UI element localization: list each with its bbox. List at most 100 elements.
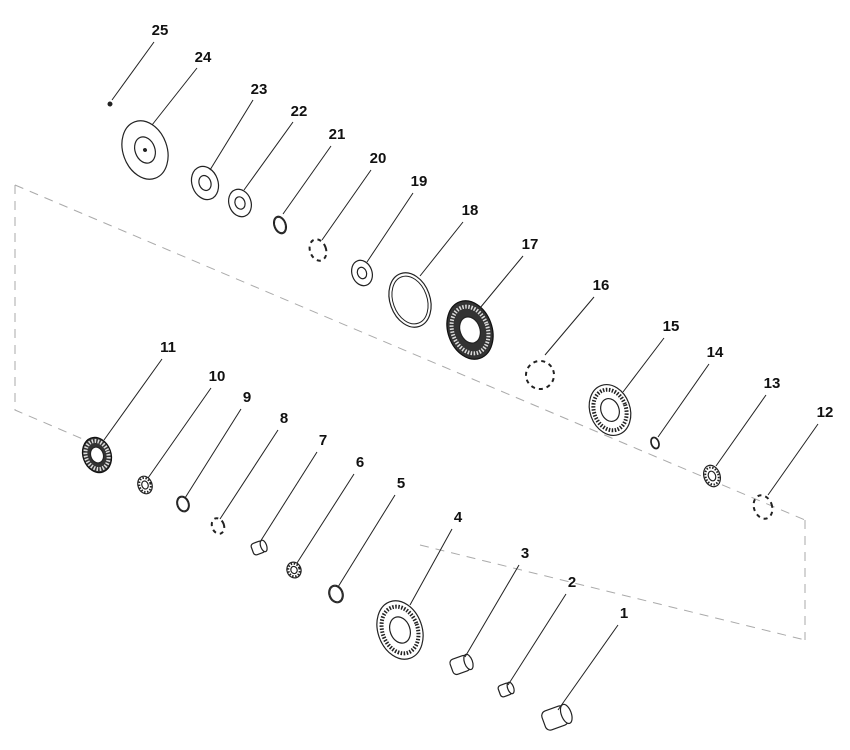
part-4	[376, 600, 424, 660]
leader-line-16	[544, 296, 595, 356]
callout-label-10: 10	[209, 368, 226, 385]
part-13	[702, 464, 722, 488]
part-14	[650, 436, 660, 450]
part-21	[272, 215, 288, 235]
callout-label-7: 7	[319, 432, 327, 449]
callout-label-23: 23	[251, 81, 268, 98]
leader-line-14	[657, 363, 710, 438]
part-13-teeth	[704, 466, 720, 486]
part-12	[752, 494, 774, 520]
leader-line-7	[259, 451, 318, 543]
part-24-center	[143, 148, 147, 152]
part-11-teeth	[83, 438, 111, 472]
part-3-face	[463, 653, 474, 671]
part-20-shape	[308, 238, 328, 262]
callout-label-20: 20	[370, 150, 387, 167]
part-5-outer	[328, 584, 344, 604]
callout-label-24: 24	[195, 49, 212, 66]
leader-line-17	[479, 255, 524, 309]
part-25	[107, 101, 113, 107]
part-5	[328, 584, 344, 604]
part-11	[81, 436, 113, 474]
part-25-shape	[107, 101, 113, 107]
part-15-teeth	[591, 387, 629, 433]
leader-line-22	[243, 121, 294, 191]
part-20	[308, 238, 328, 262]
part-23	[190, 165, 220, 201]
callout-label-13: 13	[764, 375, 781, 392]
part-3	[449, 653, 474, 676]
leader-line-1	[557, 624, 619, 711]
callout-label-15: 15	[663, 318, 680, 335]
leader-line-11	[103, 358, 163, 441]
part-12-shape	[752, 494, 774, 520]
assembly-boundary-outline	[14, 185, 86, 441]
callout-label-5: 5	[397, 475, 405, 492]
leader-line-12	[767, 423, 819, 496]
part-18	[388, 272, 432, 328]
leader-line-15	[622, 337, 665, 393]
part-9	[176, 495, 190, 513]
leader-line-9	[184, 408, 242, 499]
callout-label-2: 2	[568, 574, 576, 591]
leader-line-18	[419, 221, 464, 277]
part-8	[210, 517, 226, 535]
leader-line-4	[409, 528, 453, 606]
callout-label-19: 19	[411, 173, 428, 190]
part-2	[497, 681, 515, 698]
part-10	[137, 475, 153, 495]
callout-label-9: 9	[243, 389, 251, 406]
leader-line-20	[321, 169, 372, 241]
part-5-inner	[329, 585, 343, 603]
callout-label-3: 3	[521, 545, 529, 562]
leader-line-23	[209, 99, 254, 171]
part-14-inner	[650, 437, 660, 449]
callout-label-1: 1	[620, 605, 628, 622]
part-11-hub	[89, 446, 105, 464]
callout-label-14: 14	[707, 344, 724, 361]
leader-line-13	[715, 394, 767, 467]
part-4-teeth	[379, 604, 421, 656]
part-1	[541, 703, 573, 731]
part-17	[446, 300, 494, 360]
part-17-hub	[459, 316, 481, 344]
callout-label-17: 17	[522, 236, 539, 253]
part-19	[351, 259, 373, 287]
part-10-hub	[141, 480, 149, 490]
callout-label-21: 21	[329, 126, 346, 143]
callout-label-16: 16	[593, 277, 610, 294]
part-15-hub	[600, 397, 620, 423]
part-6-hub	[290, 565, 298, 575]
leader-line-2	[507, 593, 567, 686]
part-10-teeth	[138, 476, 152, 494]
part-1-face	[559, 703, 573, 725]
part-8-shape	[210, 517, 226, 535]
callout-label-4: 4	[454, 509, 463, 526]
callout-label-11: 11	[160, 339, 176, 356]
part-18-inner	[391, 275, 429, 325]
part-2-face	[506, 681, 515, 695]
leader-line-25	[111, 41, 155, 101]
part-19-hub	[356, 266, 368, 280]
assembly-boundary-top	[14, 184, 806, 521]
part-23-hub	[198, 174, 212, 192]
leader-line-3	[464, 564, 520, 658]
part-6-teeth	[287, 562, 301, 578]
part-6	[286, 561, 302, 579]
part-13-hub	[707, 470, 717, 482]
part-18-outer	[388, 272, 432, 328]
part-9-inner	[177, 496, 189, 512]
part-15	[588, 384, 632, 436]
part-16	[525, 360, 555, 390]
part-16-shape	[525, 360, 555, 390]
leader-line-6	[296, 473, 355, 564]
callout-label-8: 8	[280, 410, 288, 427]
leader-line-19	[366, 192, 414, 263]
callout-label-12: 12	[817, 404, 834, 421]
assembly-boundary-bottom	[419, 544, 806, 641]
part-22	[228, 188, 252, 218]
part-4-hub	[389, 616, 411, 644]
part-7	[250, 539, 268, 556]
